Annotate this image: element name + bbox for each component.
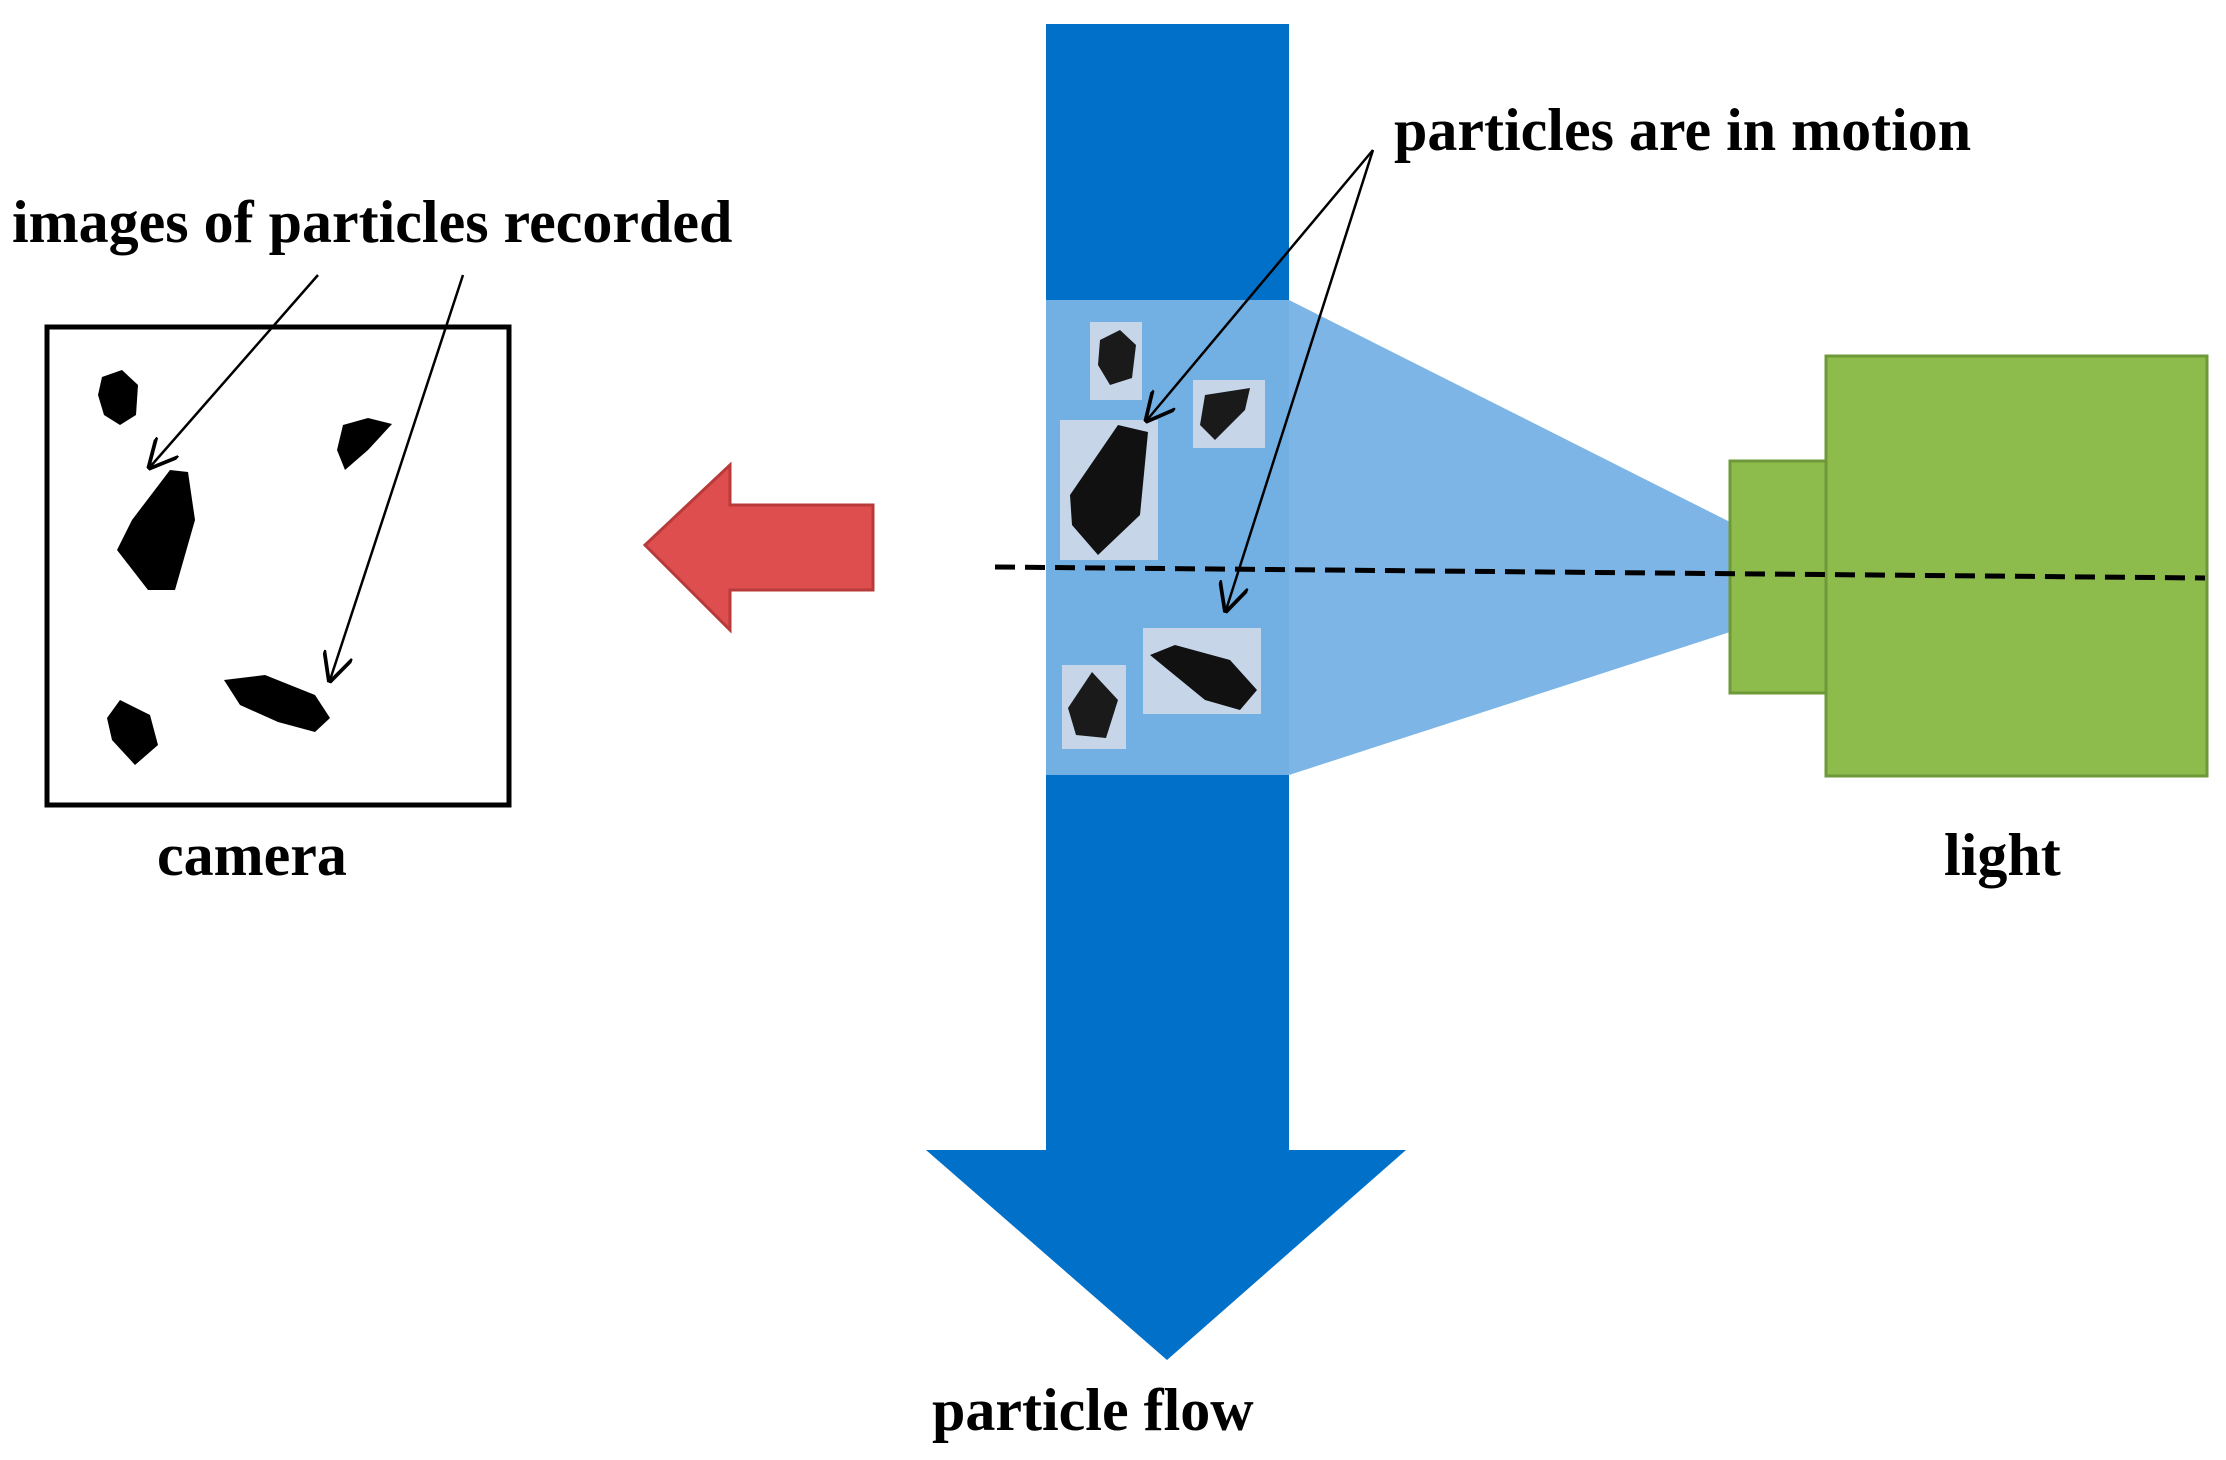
recorded-particle-images <box>98 370 392 765</box>
camera-label: camera <box>157 822 347 888</box>
annotation-arrow <box>330 274 465 680</box>
optical-axis-line <box>994 564 2206 581</box>
images-recorded-label: images of particles recorded <box>12 189 733 255</box>
light-label: light <box>1944 822 2061 888</box>
particles-in-motion-label: particles are in motion <box>1394 97 1972 163</box>
annotation-arrow <box>1226 149 1375 610</box>
light-source-icon <box>1728 354 2209 778</box>
light-beam <box>1289 300 1730 775</box>
particle-flow-label: particle flow <box>932 1377 1254 1443</box>
annotation-arrow <box>150 274 319 467</box>
moving-particles <box>1060 322 1265 749</box>
camera-direction-arrow <box>642 461 875 634</box>
annotation-arrow <box>1147 149 1374 420</box>
